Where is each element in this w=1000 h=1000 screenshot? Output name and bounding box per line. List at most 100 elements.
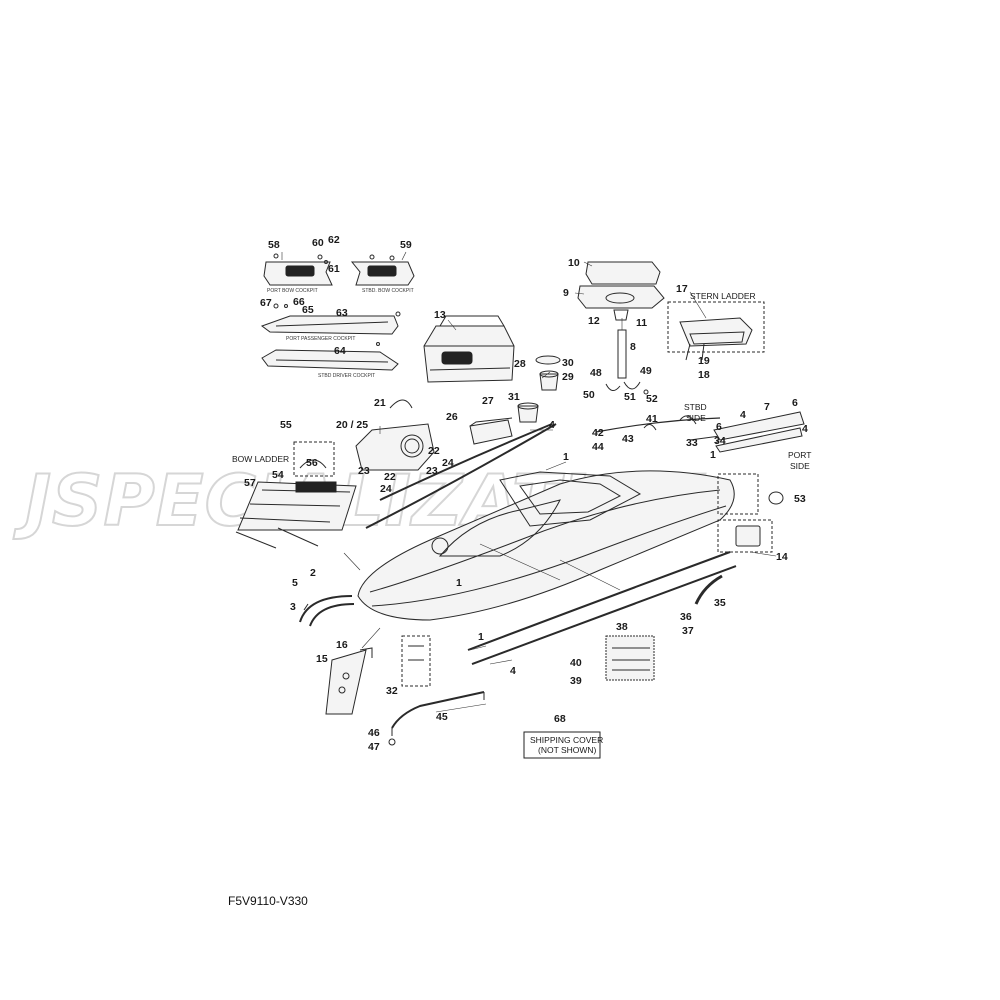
callout-50: 50 xyxy=(583,389,595,401)
bow-ladder xyxy=(235,441,357,549)
port-bow-cockpit-label: PORT BOW COCKPIT xyxy=(267,288,318,294)
callout-17: 17 xyxy=(676,283,688,295)
callout-38: 38 xyxy=(616,621,628,633)
callout-49: 49 xyxy=(640,365,652,377)
callout-9: 9 xyxy=(563,287,569,299)
callout-23b: 23 xyxy=(358,465,370,477)
callout-31: 31 xyxy=(508,391,520,403)
cooler xyxy=(423,315,515,383)
callout-68: 68 xyxy=(554,713,566,725)
callout-23a: 23 xyxy=(426,465,438,477)
callout-11: 11 xyxy=(636,317,647,329)
callout-36: 36 xyxy=(680,611,692,623)
callout-29: 29 xyxy=(562,371,574,383)
table-base-9 xyxy=(577,285,665,309)
bow-and-bracket-parts xyxy=(299,595,485,746)
port-bow-cockpit-panel: PORT BOW COCKPIT xyxy=(263,261,333,294)
callout-44: 44 xyxy=(592,441,604,453)
callouts: 58 60 62 61 59 67 66 65 63 64 13 10 9 12… xyxy=(244,234,808,753)
stbd-driver-cockpit-label: STBD DRIVER COCKPIT xyxy=(318,373,375,379)
callout-33: 33 xyxy=(686,437,698,449)
callout-54: 54 xyxy=(272,469,284,481)
callout-4c: 4 xyxy=(549,419,555,431)
port-side-label-1: PORT xyxy=(788,450,811,460)
stbd-bow-cockpit-label: STBD. BOW COCKPIT xyxy=(362,288,414,294)
table-top-10 xyxy=(585,261,661,285)
callout-61: 61 xyxy=(328,263,340,275)
callout-27: 27 xyxy=(482,395,494,407)
port-passenger-cockpit-label: PORT PASSENGER COCKPIT xyxy=(286,336,355,342)
side-hardware xyxy=(605,411,805,681)
stern-ladder-box xyxy=(667,301,765,361)
table-assembly xyxy=(577,261,665,379)
callout-43: 43 xyxy=(622,433,634,445)
callout-42: 42 xyxy=(592,427,604,439)
leader-lines xyxy=(281,251,777,713)
callout-66: 66 xyxy=(293,296,305,308)
callout-47: 47 xyxy=(368,741,380,753)
stbd-side-label-2: SIDE xyxy=(686,413,706,423)
callout-51: 51 xyxy=(624,391,636,403)
port-passenger-cockpit-panel: PORT PASSENGER COCKPIT xyxy=(260,315,399,342)
callout-46: 46 xyxy=(368,727,380,739)
callout-19: 19 xyxy=(698,355,710,367)
callout-8: 8 xyxy=(630,341,636,353)
callout-64: 64 xyxy=(334,345,346,357)
port-side-label-2: SIDE xyxy=(790,461,810,471)
callout-34: 34 xyxy=(714,435,726,447)
callout-5: 5 xyxy=(292,577,298,589)
callout-41: 41 xyxy=(646,413,658,425)
callout-52: 52 xyxy=(646,393,658,405)
callout-13: 13 xyxy=(434,309,446,321)
callout-65: 65 xyxy=(302,304,314,316)
callout-3: 3 xyxy=(290,601,296,613)
rub-rails xyxy=(365,417,737,665)
callout-62: 62 xyxy=(328,234,340,246)
callout-1b: 1 xyxy=(563,451,569,463)
callout-15: 15 xyxy=(316,653,328,665)
callout-24b: 24 xyxy=(380,483,392,495)
bow-ladder-label: BOW LADDER xyxy=(232,454,289,464)
callout-18: 18 xyxy=(698,369,710,381)
mount-parts xyxy=(605,381,649,395)
callout-6a: 6 xyxy=(792,397,798,409)
dash-panel xyxy=(355,399,435,471)
shipping-cover-box xyxy=(523,731,601,759)
callout-2025: 20 / 25 xyxy=(336,419,368,431)
callout-67: 67 xyxy=(260,297,272,309)
callout-4d: 4 xyxy=(510,665,516,677)
diagram-code: F5V9110-V330 xyxy=(228,894,308,908)
callout-40: 40 xyxy=(570,657,582,669)
callout-6b: 6 xyxy=(716,421,722,433)
callout-1d: 1 xyxy=(456,577,462,589)
callout-1c: 1 xyxy=(478,631,484,643)
callout-26: 26 xyxy=(446,411,458,423)
callout-28: 28 xyxy=(514,358,526,370)
stern-ladder-label: STERN LADDER xyxy=(690,291,756,301)
callout-39: 39 xyxy=(570,675,582,687)
callout-12: 12 xyxy=(588,315,600,327)
callout-21: 21 xyxy=(374,397,386,409)
callout-57: 57 xyxy=(244,477,256,489)
callout-63: 63 xyxy=(336,307,348,319)
shipping-cover-label-1: SHIPPING COVER xyxy=(530,735,603,745)
callout-2: 2 xyxy=(310,567,316,579)
callout-22b: 22 xyxy=(384,471,396,483)
callout-30: 30 xyxy=(562,357,574,369)
callout-56: 56 xyxy=(306,457,318,469)
callout-16: 16 xyxy=(336,639,348,651)
boat-hull xyxy=(357,470,735,621)
callout-1a: 1 xyxy=(710,449,716,461)
cockpit-upholstery-group: PORT BOW COCKPIT STBD. BOW COCKPIT PORT … xyxy=(260,253,415,379)
callout-45: 45 xyxy=(436,711,448,723)
callout-35: 35 xyxy=(714,597,726,609)
callout-48: 48 xyxy=(590,367,602,379)
callout-55: 55 xyxy=(280,419,292,431)
panel-fasteners xyxy=(273,253,401,346)
callout-4a: 4 xyxy=(740,409,746,421)
callout-59: 59 xyxy=(400,239,412,251)
callout-53: 53 xyxy=(794,493,806,505)
cup-holder-parts xyxy=(469,355,561,445)
callout-4b: 4 xyxy=(802,423,808,435)
